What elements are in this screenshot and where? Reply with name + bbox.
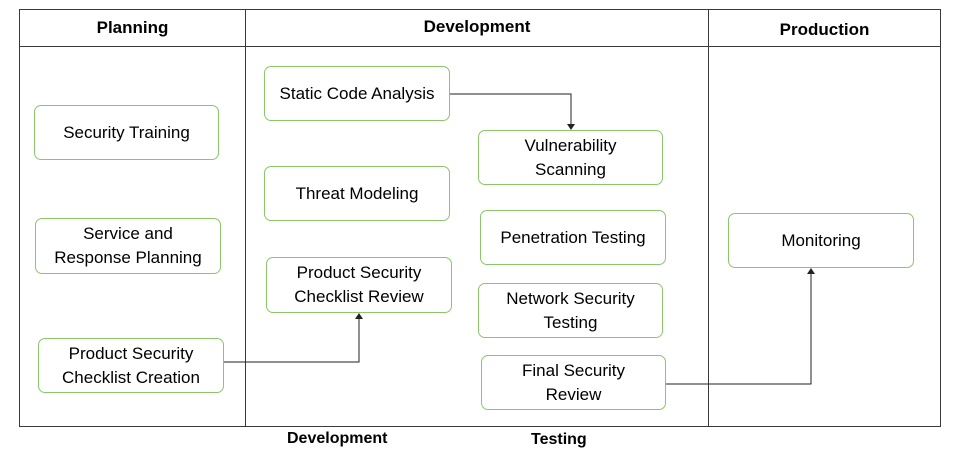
box-final-security-review: Final Security Review bbox=[481, 355, 666, 410]
box-label: Static Code Analysis bbox=[279, 83, 435, 103]
arrow-static-analysis-to-vulnerability-scanning bbox=[450, 93, 572, 125]
box-label: Service and Response Planning bbox=[54, 224, 202, 267]
box-label: Final Security Review bbox=[522, 360, 625, 404]
arrow-checklist-creation-to-checklist-review bbox=[224, 318, 360, 363]
arrowhead-monitoring bbox=[807, 268, 815, 274]
box-label: Monitoring bbox=[781, 230, 861, 250]
footer-testing: Testing bbox=[531, 431, 587, 448]
divider-planning-development bbox=[245, 9, 246, 427]
box-threat-modeling: Threat Modeling bbox=[264, 166, 450, 221]
header-planning: Planning bbox=[96, 18, 169, 37]
box-vulnerability-scanning: Vulnerability Scanning bbox=[478, 130, 663, 185]
box-label: Network Security Testing bbox=[506, 288, 635, 332]
arrow-final-review-to-monitoring bbox=[666, 272, 812, 385]
header-divider bbox=[19, 46, 941, 47]
box-service-response-planning: Service and Response Planning bbox=[35, 218, 221, 274]
box-security-training: Security Training bbox=[34, 105, 219, 160]
box-penetration-testing: Penetration Testing bbox=[480, 210, 666, 265]
box-label: Threat Modeling bbox=[295, 183, 419, 203]
box-static-code-analysis: Static Code Analysis bbox=[264, 66, 450, 121]
diagram-frame bbox=[19, 9, 941, 427]
divider-development-production bbox=[708, 9, 709, 427]
box-product-security-checklist-review: Product Security Checklist Review bbox=[266, 257, 452, 313]
header-development: Development bbox=[423, 17, 531, 36]
box-label: Penetration Testing bbox=[500, 227, 646, 247]
box-label: Product Security Checklist Creation bbox=[62, 343, 200, 387]
box-network-security-testing: Network Security Testing bbox=[478, 283, 663, 338]
arrowhead-checklist-review bbox=[355, 313, 363, 319]
arrowhead-vulnerability-scanning bbox=[567, 124, 575, 130]
box-label: Vulnerability Scanning bbox=[524, 135, 617, 179]
box-label: Security Training bbox=[63, 122, 190, 142]
footer-development: Development bbox=[287, 430, 388, 447]
box-label: Product Security Checklist Review bbox=[294, 263, 424, 306]
header-production: Production bbox=[779, 20, 870, 39]
box-product-security-checklist-creation: Product Security Checklist Creation bbox=[38, 338, 224, 393]
box-monitoring: Monitoring bbox=[728, 213, 914, 268]
